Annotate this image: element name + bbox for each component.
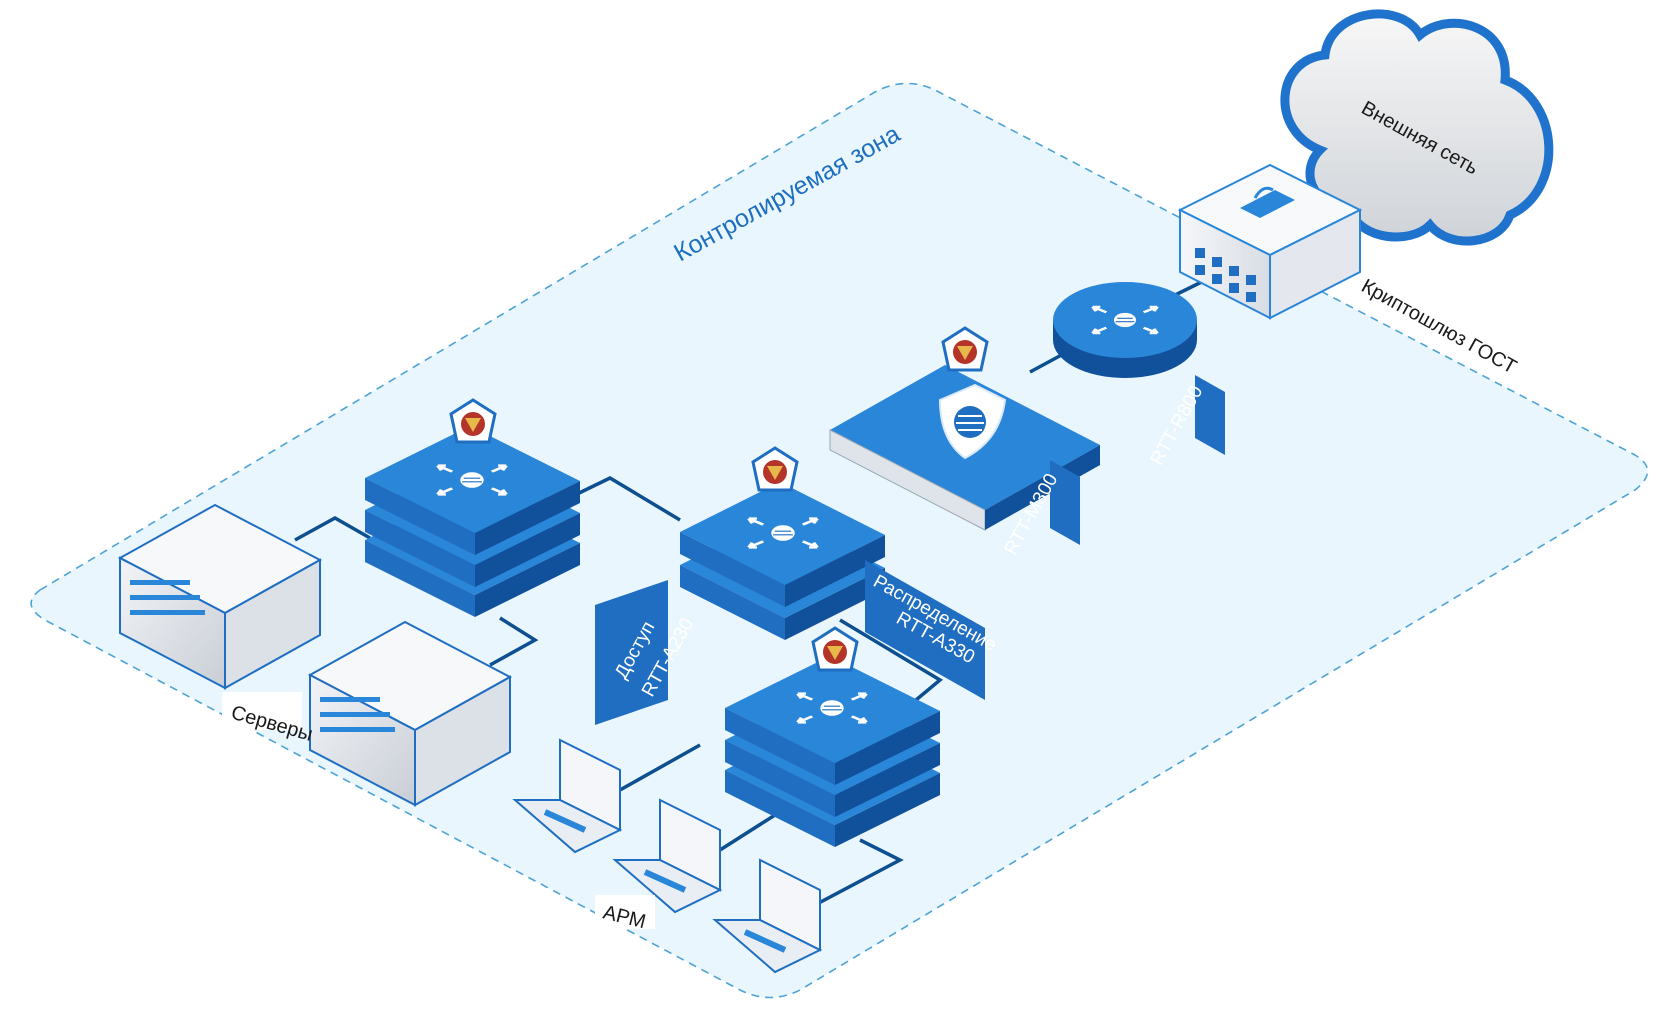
laptop-3 xyxy=(712,858,823,974)
link-servers2-access xyxy=(489,616,539,667)
router-device xyxy=(1053,282,1197,378)
servers-label-bg xyxy=(222,692,302,730)
link-laptop1 xyxy=(619,743,701,792)
shield-icon xyxy=(938,383,1007,460)
server-1 xyxy=(117,503,323,690)
server-2 xyxy=(307,620,513,807)
firewall-device xyxy=(829,326,1100,531)
link-distribution-access xyxy=(574,476,681,522)
link-servers-access xyxy=(294,515,371,542)
access-switch-stack-1 xyxy=(365,398,580,617)
link-distribution-access2 xyxy=(839,618,944,707)
distribution-switch xyxy=(680,446,885,640)
lock-icon xyxy=(1240,186,1295,218)
link-laptop2 xyxy=(719,813,776,852)
access-switch-stack-2 xyxy=(725,626,940,847)
laptop-2 xyxy=(612,798,723,914)
workstations-label-bg xyxy=(595,895,655,929)
link-laptop3 xyxy=(814,838,904,907)
cloud-icon: Внешняя сеть xyxy=(1280,9,1554,246)
laptop-1 xyxy=(512,738,623,854)
